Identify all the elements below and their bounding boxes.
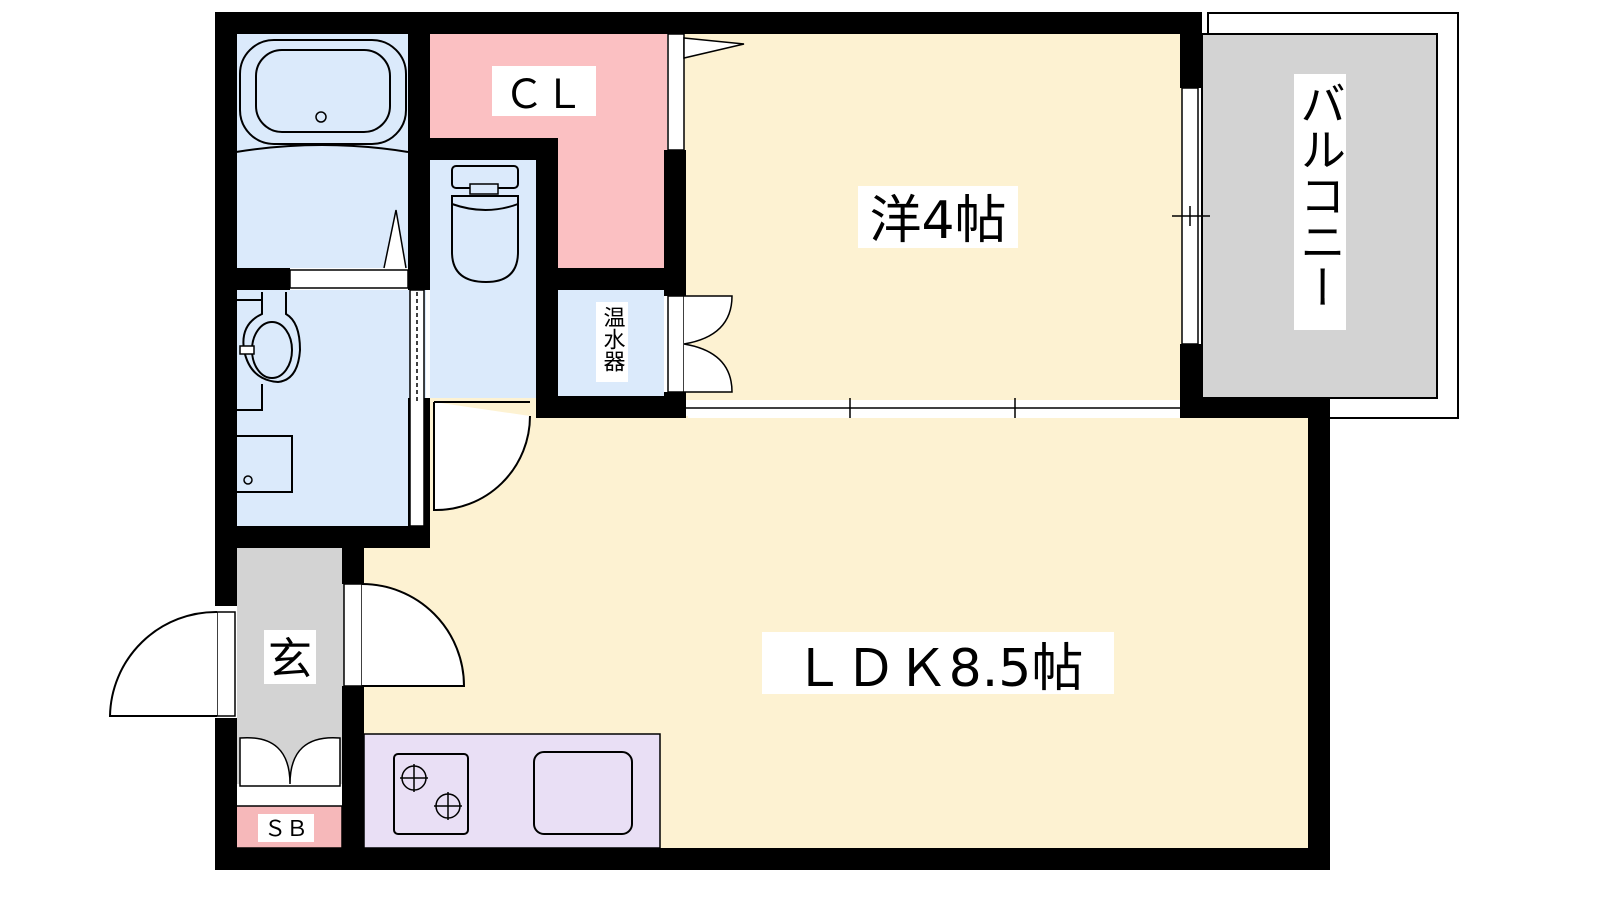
- water-heater-label: 温水器: [600, 306, 626, 372]
- toilet-tank-lid: [469, 183, 499, 195]
- ldk-door: [361, 583, 466, 687]
- bathtub: [239, 39, 407, 145]
- closet-floor-lower: [556, 136, 667, 268]
- front-door: [108, 610, 218, 717]
- washing-machine-drain: [243, 475, 253, 485]
- washbasin: [242, 292, 302, 384]
- stove: [393, 753, 469, 835]
- washing-machine-pan: [235, 435, 293, 493]
- closet-door-jamb: [667, 33, 685, 151]
- washroom-sliding-door: [409, 289, 425, 527]
- balcony-label-bg: [1294, 74, 1346, 330]
- western-room-label-bg: [858, 186, 1018, 248]
- water-heater-label-bg: [596, 302, 628, 382]
- washbasin-tap: [239, 345, 255, 355]
- ldk-door-jamb: [343, 583, 363, 687]
- balcony-label: バルコニー: [1293, 80, 1347, 310]
- bathroom-step-line: [235, 144, 409, 153]
- toilet-seat-line: [451, 203, 519, 211]
- bathtub-drain: [315, 111, 327, 123]
- toilet-bowl: [451, 195, 519, 284]
- closet-label: ＣＬ: [504, 72, 584, 118]
- vanity-outline: [236, 299, 263, 411]
- toilet-door: [433, 401, 531, 512]
- ldk-label: ＬＤＫ8.5帖: [793, 639, 1084, 699]
- bathroom-floor: [236, 34, 408, 268]
- shoe-box-label: ＳＢ: [264, 817, 308, 842]
- kitchen-sink: [533, 751, 633, 835]
- western-room-label: 洋4帖: [869, 191, 1006, 251]
- burner-2-cross: [434, 792, 462, 820]
- shoe-box-label-bg: [258, 814, 314, 842]
- burner-1-cross: [400, 764, 428, 792]
- front-door-jamb: [216, 611, 236, 717]
- entrance-label: 玄: [268, 634, 312, 685]
- bath-sliding-door: [289, 269, 409, 289]
- closet-door: [683, 37, 745, 59]
- heater-doors: [683, 295, 733, 393]
- heater-door-jamb: [667, 295, 685, 393]
- bathtub-inner: [255, 49, 391, 133]
- closet-label-bg: [492, 66, 596, 116]
- shoe-box-doors: [239, 736, 341, 787]
- entrance-label-bg: [264, 630, 316, 684]
- bath-door: [383, 209, 407, 269]
- ldk-label-bg: [762, 632, 1114, 694]
